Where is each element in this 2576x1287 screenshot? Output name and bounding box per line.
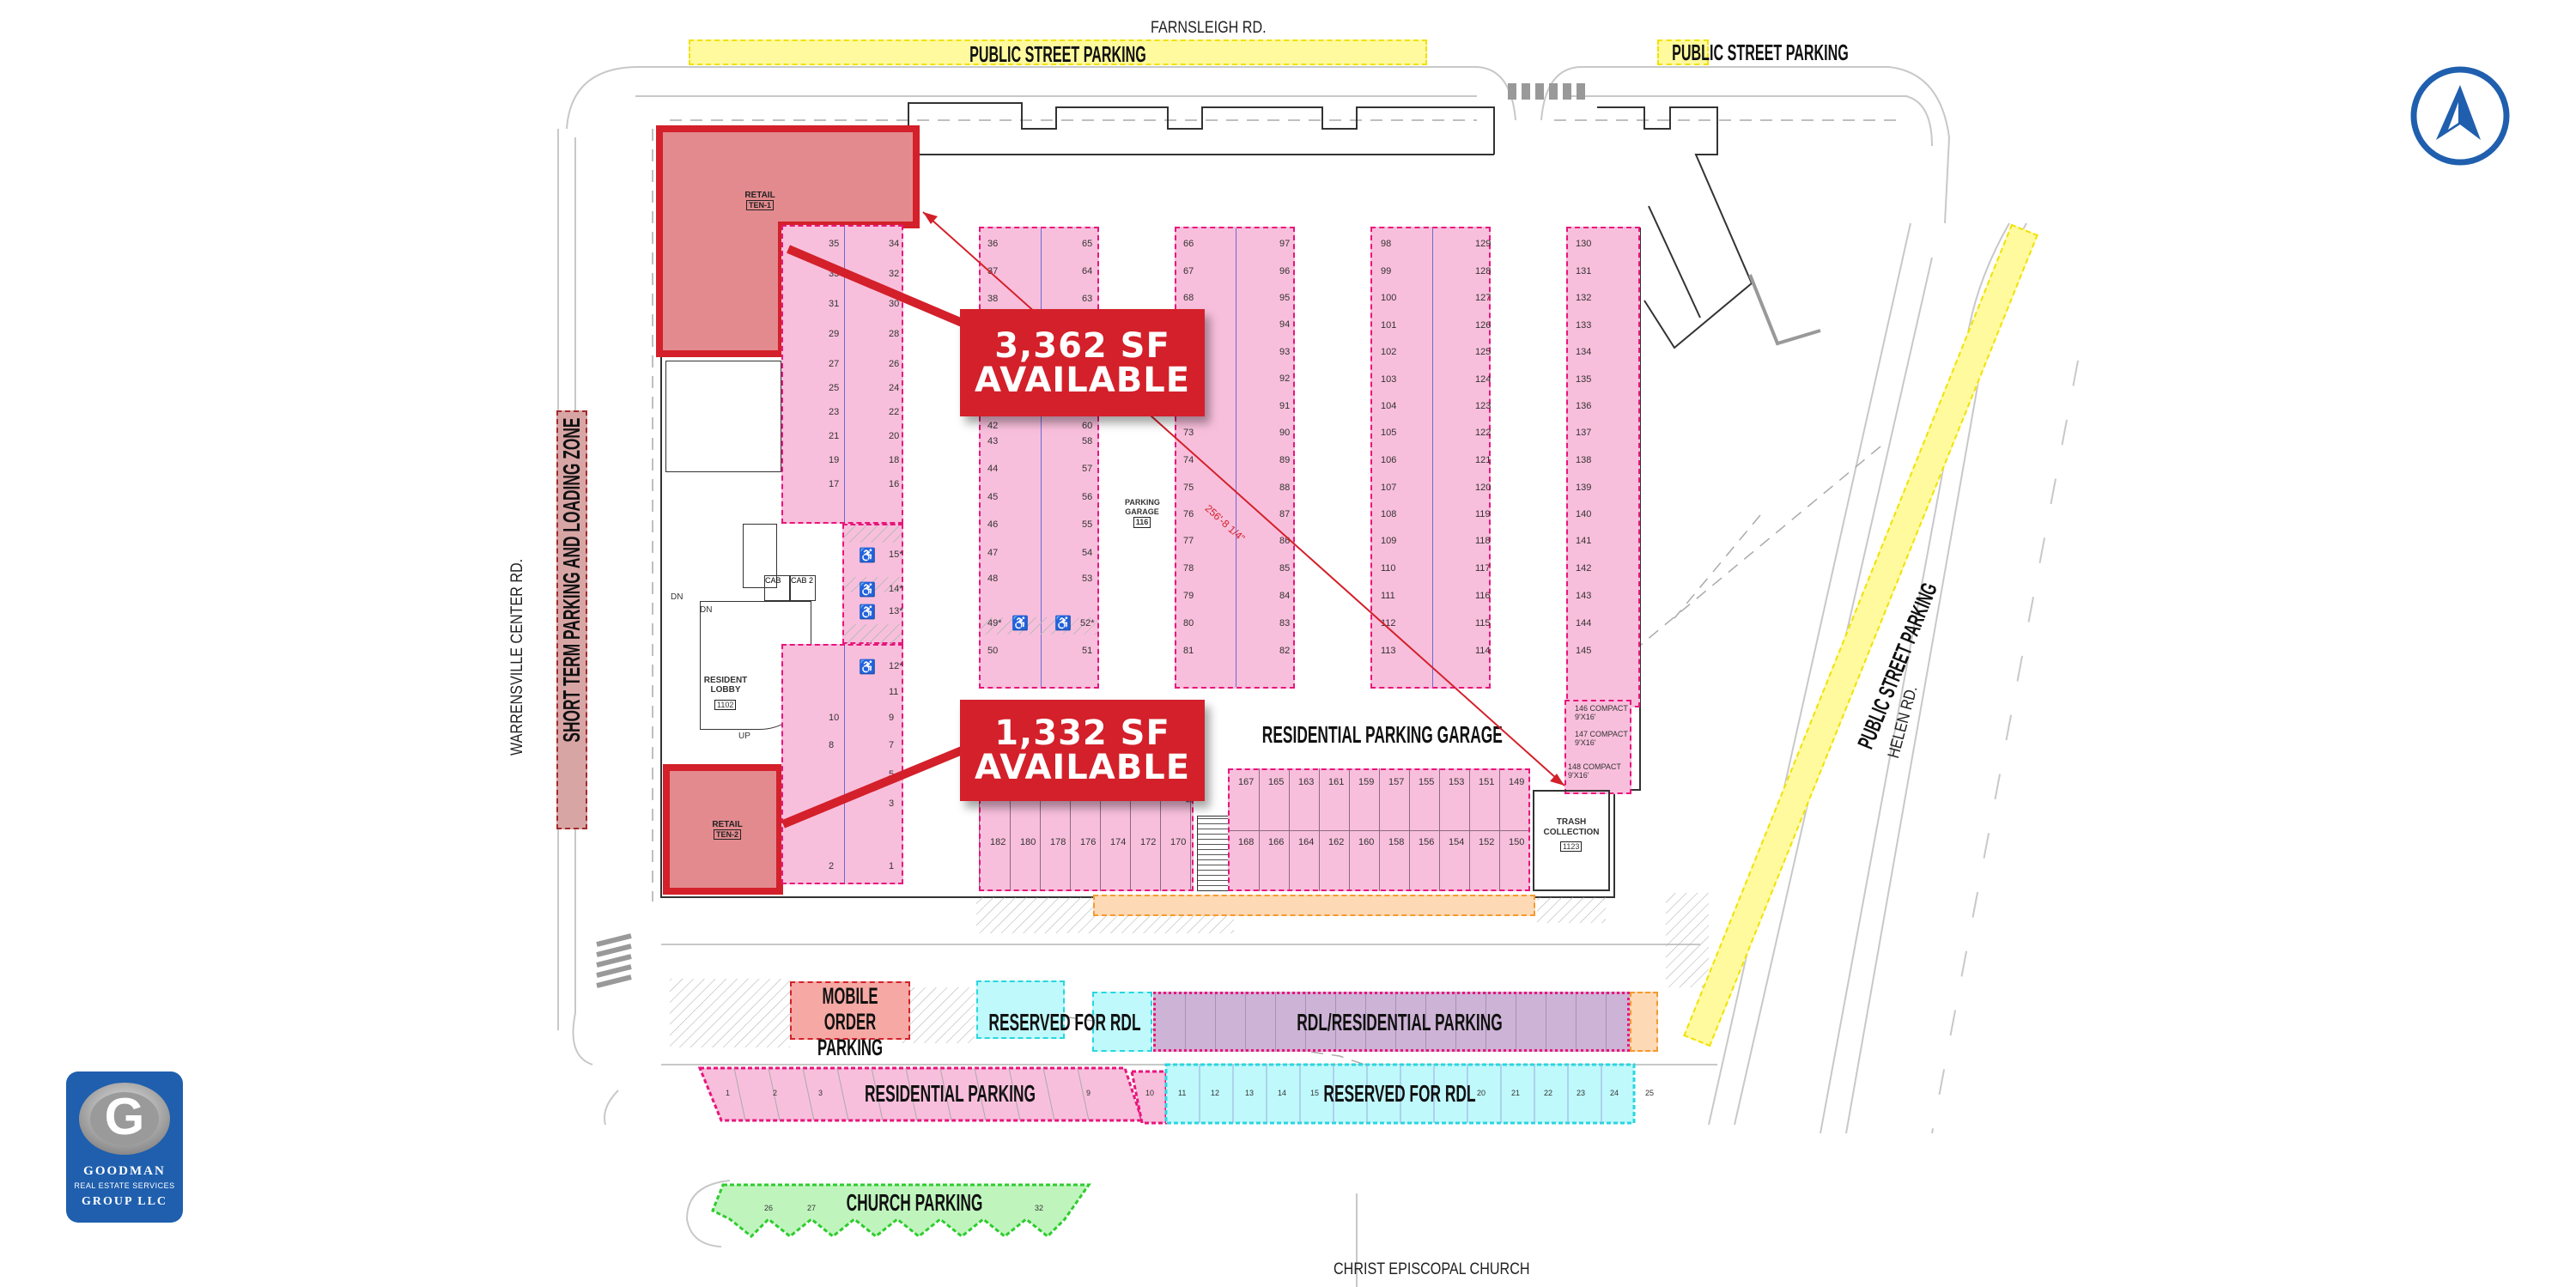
callout-ten-2: 1,332 SF AVAILABLE bbox=[960, 700, 1205, 801]
accessible-icon: ♿ bbox=[859, 549, 876, 563]
accessible-icon: ♿ bbox=[859, 583, 876, 598]
road-label-south: CHRIST EPISCOPAL CHURCH bbox=[1334, 1260, 1530, 1278]
retail-ten-1-label: RETAIL TEN-1 bbox=[738, 191, 781, 210]
logo-letter: G bbox=[104, 1088, 145, 1145]
stall-column-compact bbox=[1564, 700, 1631, 794]
logo-line-3: GROUP LLC bbox=[81, 1195, 168, 1208]
rdl-residential-parking bbox=[1153, 992, 1630, 1052]
orange-strip bbox=[1093, 895, 1535, 916]
zone-label-north-right: PUBLIC STREET PARKING bbox=[1672, 39, 1849, 65]
dn-label: DN bbox=[700, 605, 713, 615]
callout-available: AVAILABLE bbox=[974, 748, 1191, 787]
goodman-logo: G GOODMAN REAL ESTATE SERVICES GROUP LLC bbox=[66, 1071, 183, 1223]
north-arrow-icon bbox=[2410, 66, 2510, 166]
retail-tag: TEN-2 bbox=[713, 829, 741, 840]
up-label: UP bbox=[738, 732, 750, 741]
cab-1: CAB bbox=[764, 575, 790, 601]
logo-line-2: REAL ESTATE SERVICES bbox=[74, 1181, 175, 1190]
reserved-rdl-upper-a bbox=[976, 980, 1065, 1039]
orange-stall bbox=[1630, 992, 1658, 1052]
public-street-parking-north-left: PUBLIC STREET PARKING bbox=[689, 39, 1427, 67]
accessible-icon: ♿ bbox=[859, 605, 876, 620]
trash-tag: 1123 bbox=[1560, 841, 1583, 852]
public-street-parking-north-right bbox=[1657, 39, 1709, 65]
short-term-loading-zone bbox=[556, 410, 587, 829]
church-parking-label: CHURCH PARKING bbox=[846, 1189, 983, 1216]
residential-parking-lower-label: RESIDENTIAL PARKING bbox=[865, 1080, 1036, 1107]
reserved-rdl-lower-label: RESERVED FOR RDL bbox=[1323, 1080, 1476, 1107]
callout-sf: 3,362 SF bbox=[994, 325, 1170, 366]
callout-available: AVAILABLE bbox=[974, 360, 1191, 400]
retail-ten-2-label: RETAIL TEN-2 bbox=[706, 820, 749, 840]
lobby-tag: 1102 bbox=[714, 700, 737, 710]
callout-sf: 1,332 SF bbox=[994, 713, 1170, 753]
retail-label-text: RETAIL bbox=[744, 191, 775, 200]
mobile-order-label: MOBILE ORDER PARKING bbox=[817, 983, 883, 1060]
rdl-residential-label: RDL/RESIDENTIAL PARKING bbox=[1297, 1009, 1503, 1035]
reserved-rdl-upper-b bbox=[1092, 992, 1152, 1052]
reserved-rdl-upper-label: RESERVED FOR RDL bbox=[988, 1009, 1141, 1035]
trash-collection-room: TRASH COLLECTION 1123 bbox=[1533, 790, 1610, 891]
trash-label: TRASH COLLECTION bbox=[1543, 817, 1600, 837]
room-wall bbox=[665, 361, 781, 472]
stall-column-e bbox=[1566, 227, 1640, 707]
room-wall bbox=[743, 524, 777, 588]
logo-g-emblem bbox=[79, 1083, 170, 1155]
dn-label: DN bbox=[671, 592, 683, 602]
logo-line-1: GOODMAN bbox=[83, 1164, 166, 1178]
road-label-north: FARNSLEIGH RD. bbox=[1151, 19, 1267, 37]
retail-tag: TEN-1 bbox=[745, 200, 774, 210]
stair-motorcycle bbox=[1197, 816, 1231, 891]
stall-column-a-accessible bbox=[842, 524, 903, 646]
retail-label-text: RETAIL bbox=[712, 820, 743, 829]
callout-ten-1: 3,362 SF AVAILABLE bbox=[960, 309, 1205, 416]
stall-row-bottom-east bbox=[1228, 768, 1530, 891]
cab-2: CAB 2 bbox=[790, 575, 816, 601]
lobby-label: RESIDENT LOBBY bbox=[703, 676, 748, 695]
mobile-order-parking bbox=[790, 981, 910, 1040]
accessible-icon: ♿ bbox=[859, 660, 876, 675]
zone-label: PUBLIC STREET PARKING bbox=[969, 41, 1146, 67]
